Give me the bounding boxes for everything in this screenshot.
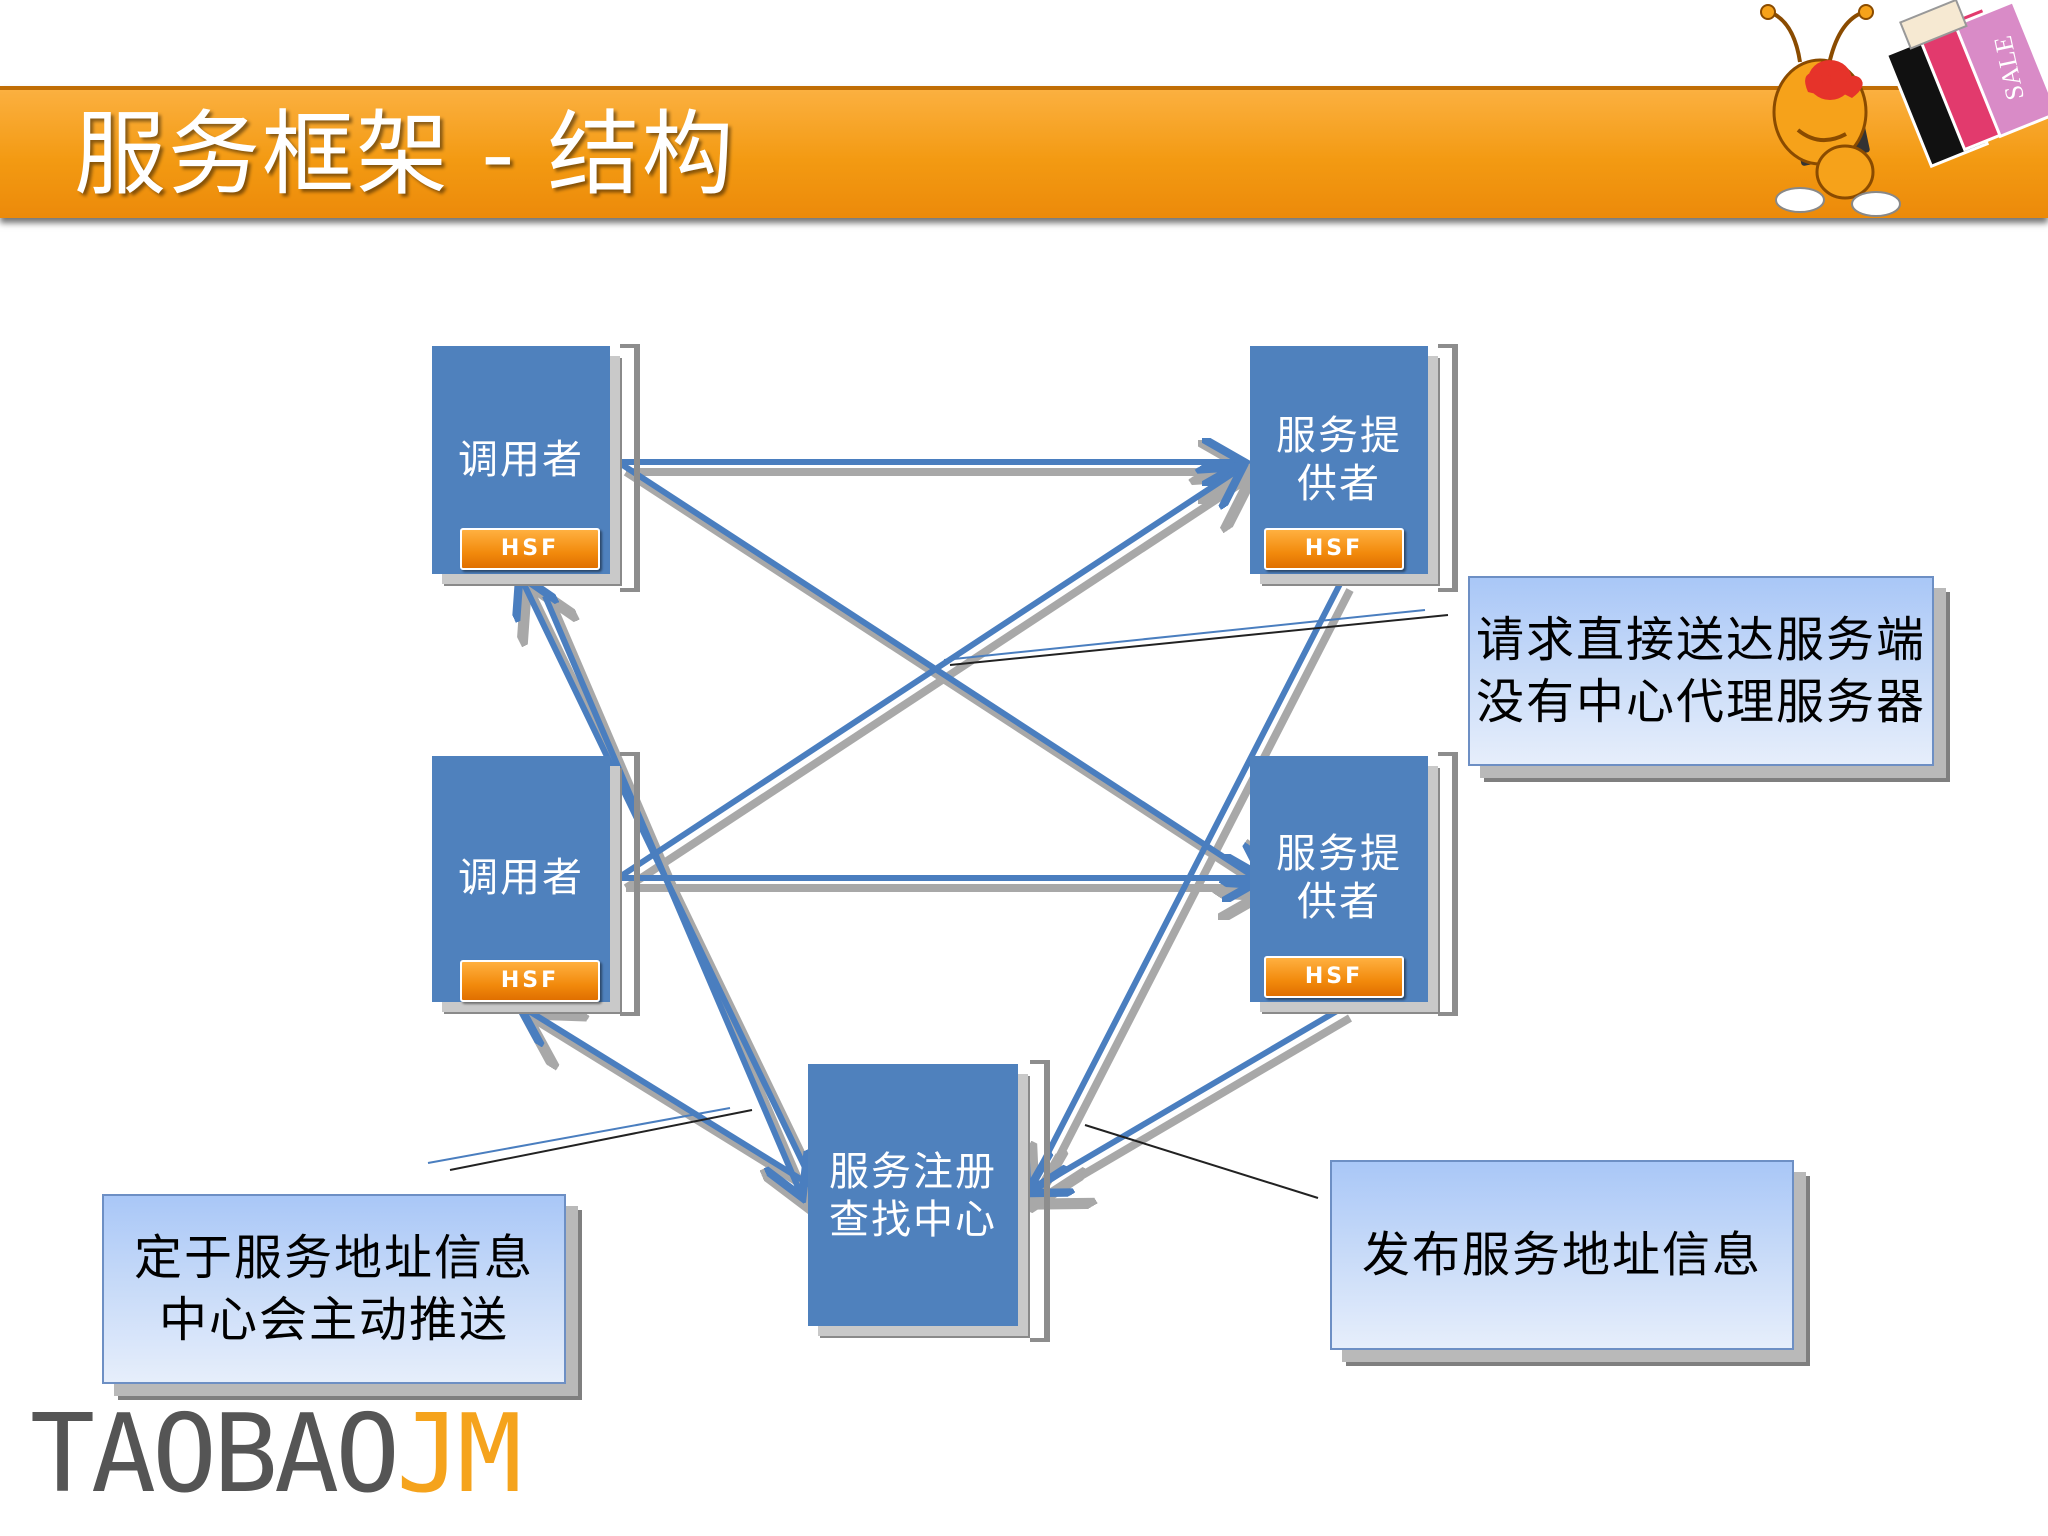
taobaojm-logo: TAOBAOJM [30,1400,522,1510]
callout-push-line2: 中心会主动推送 [158,1292,509,1348]
callout-publish-line1: 发布服务地址信息 [1361,1227,1762,1283]
arrow-provider-bottom-to-registry [1032,1005,1344,1190]
registry-label-line1: 服务注册 [829,1149,997,1195]
arrow-caller-bottom-to-provider-top-shadow [623,480,1246,892]
arrow-caller-top-to-provider-bottom-shadow [623,468,1270,892]
callout-push: 定于服务地址信息 中心会主动推送 [102,1194,566,1384]
provider-top-hsf-badge: HSF [1264,528,1404,570]
arrow-provider-top-to-registry-shadow [1038,588,1354,1198]
arrow-caller-top-to-registry [542,594,800,1192]
ant-mascot-shopping-icon: SALE [1760,0,2048,217]
provider-top-label-line1: 服务提 [1276,413,1402,459]
arrow-provider-top-to-registry [1030,578,1345,1188]
callout-direct-line2: 没有中心代理服务器 [1475,674,1926,730]
registry-label-line2: 查找中心 [829,1197,997,1243]
provider-bottom-label-line1: 服务提 [1276,831,1402,877]
caller-top-hsf-badge: HSF [460,528,600,570]
logo-part-taobao: TAOBAO [30,1392,400,1517]
caller-top-label: 调用者 [458,437,584,483]
provider-top-node: 服务提 供者 HSF [1250,346,1428,574]
caller-bottom-label: 调用者 [458,855,584,901]
provider-bottom-node: 服务提 供者 HSF [1250,756,1428,1002]
logo-part-jm: JM [396,1392,522,1517]
arrow-provider-bottom-to-registry-shadow [1040,1014,1353,1200]
arrow-registry-to-caller-bottom [524,1008,814,1189]
arrow-caller-top-to-provider-bottom [616,459,1262,882]
provider-bottom-label-line2: 供者 [1297,879,1381,925]
caller-bottom-node: 调用者 HSF [432,756,610,1002]
caller-bottom-bracket [620,752,640,1016]
caller-bottom-hsf-badge: HSF [460,960,600,1002]
provider-top-bracket [1438,344,1458,592]
provider-bottom-bracket [1438,752,1458,1016]
registry-bracket [1030,1060,1050,1342]
title-bar [0,86,2048,218]
callout-push-line1: 定于服务地址信息 [133,1230,534,1286]
provider-top-label-line2: 供者 [1297,461,1381,507]
arrow-caller-bottom-to-provider-top [616,470,1238,881]
callout-direct-request: 请求直接送达服务端 没有中心代理服务器 [1468,576,1934,766]
callout-publish: 发布服务地址信息 [1330,1160,1794,1350]
caller-top-node: 调用者 HSF [432,346,610,574]
provider-bottom-hsf-badge: HSF [1264,956,1404,998]
caller-top-bracket [620,344,640,592]
registry-node: 服务注册 查找中心 [808,1064,1018,1326]
slide-title: 服务框架 - 结构 [74,101,736,208]
callout-direct-line1: 请求直接送达服务端 [1475,612,1926,668]
